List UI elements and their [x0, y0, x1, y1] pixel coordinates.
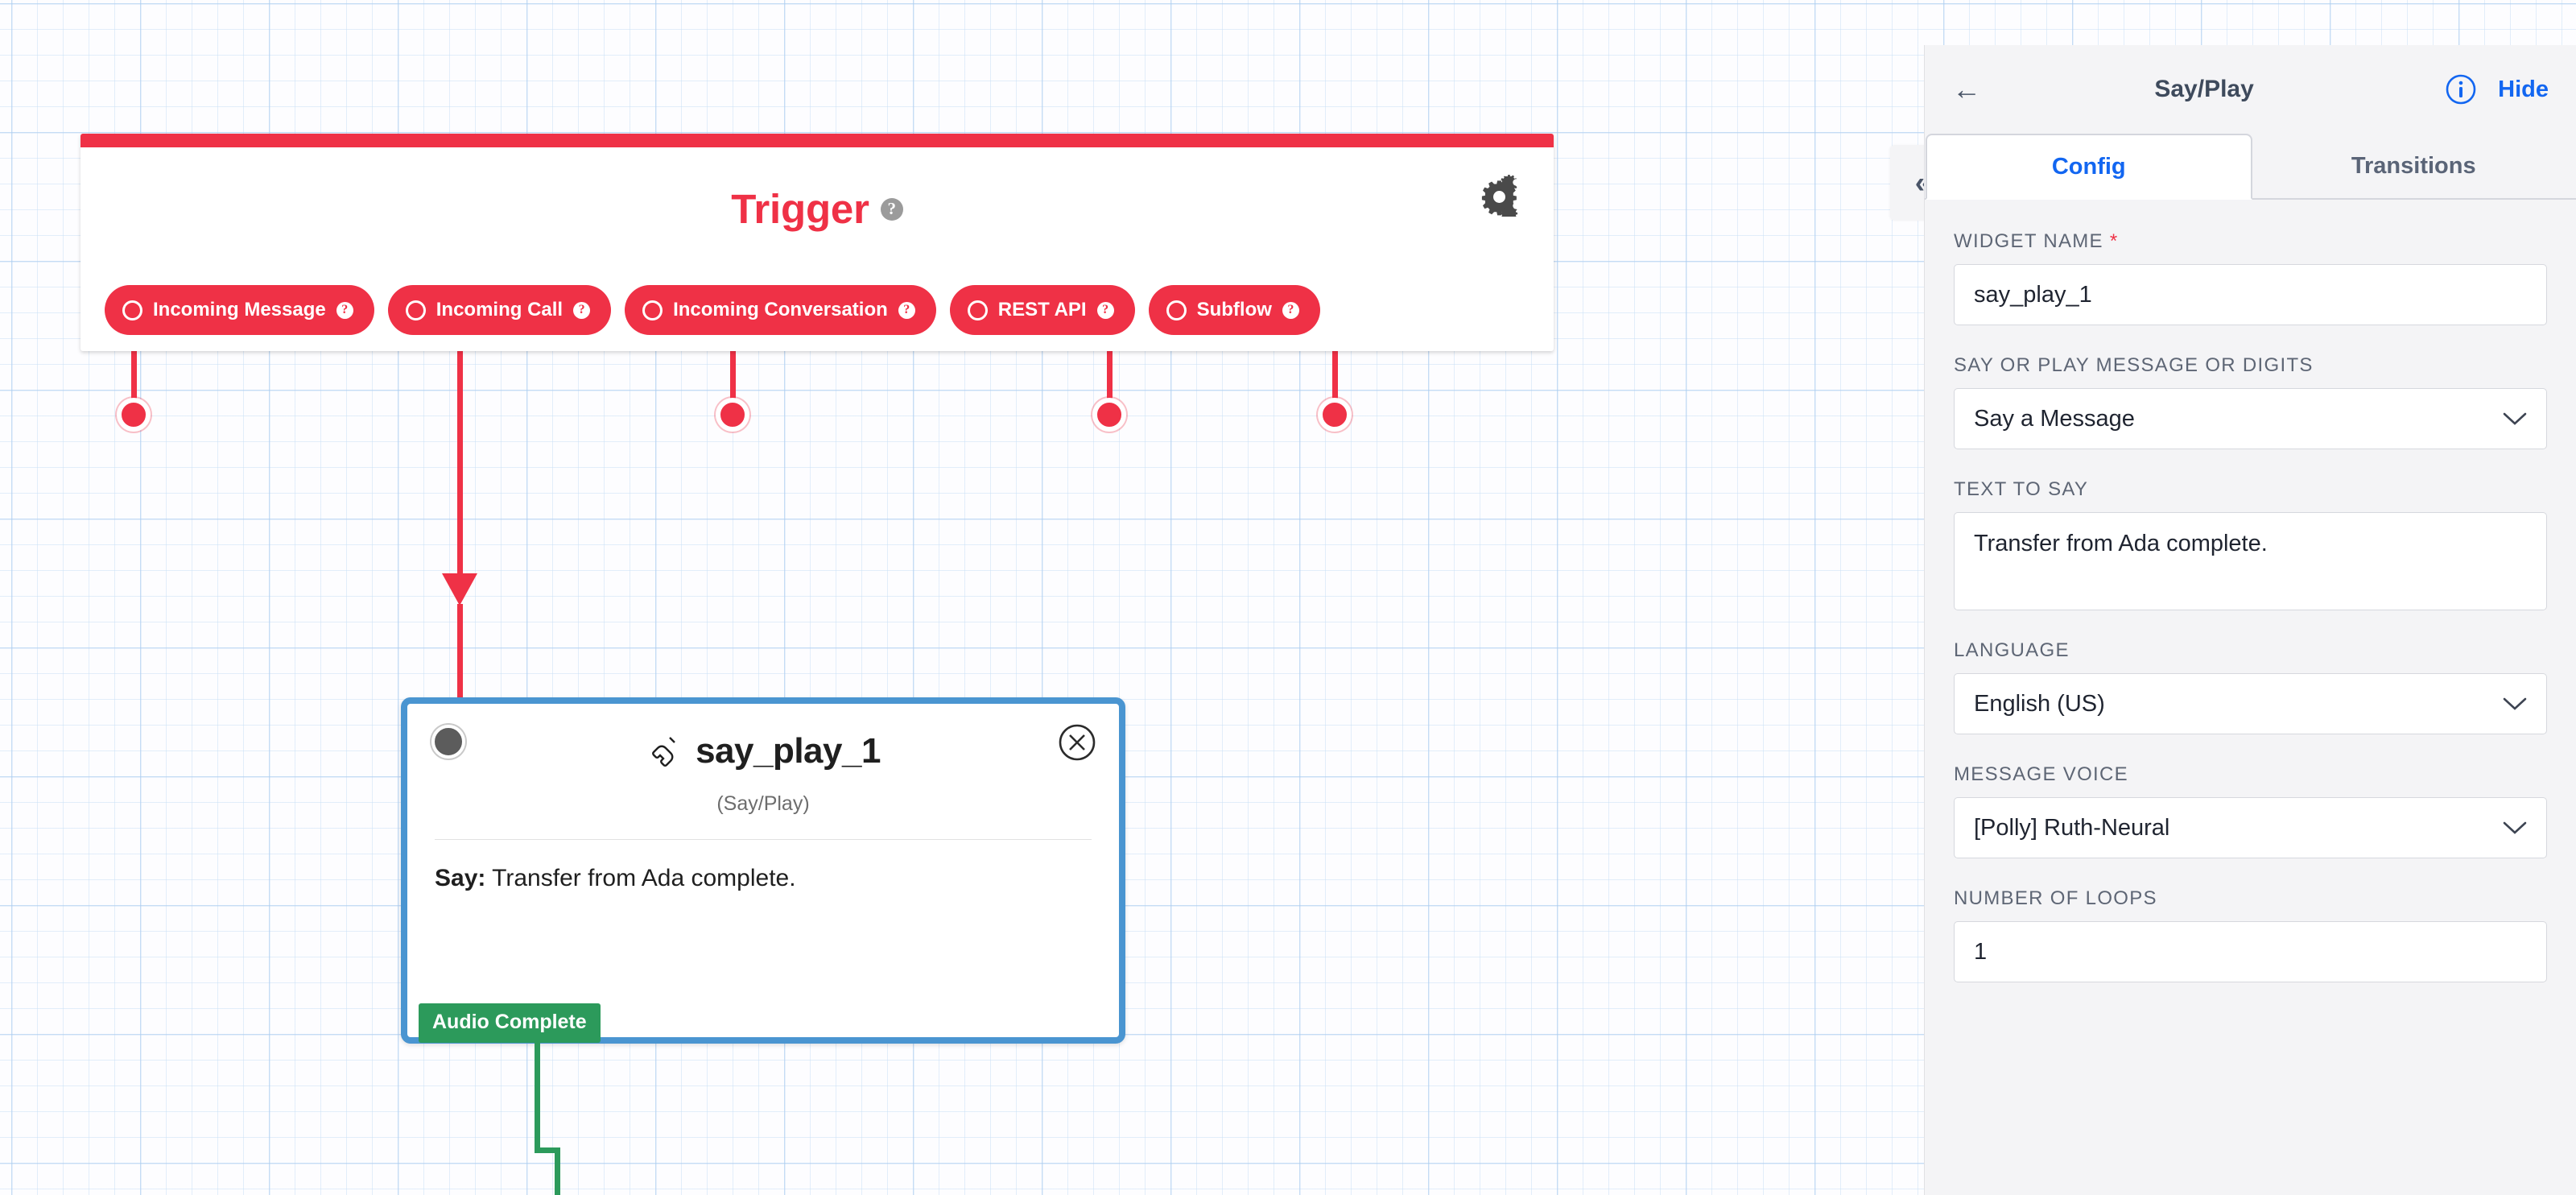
trigger-pill-incoming-conversation[interactable]: Incoming Conversation ?: [625, 285, 936, 335]
tab-config[interactable]: Config: [1926, 134, 2252, 200]
connector-line-rest-api: [1107, 320, 1113, 424]
port-dot-icon: [1166, 300, 1187, 320]
connector-line-subflow: [1332, 320, 1338, 424]
help-icon[interactable]: ?: [336, 301, 353, 319]
chevron-down-icon: [2503, 697, 2527, 710]
help-icon[interactable]: ?: [573, 301, 591, 319]
language-select[interactable]: English (US): [1954, 673, 2547, 734]
help-icon[interactable]: ?: [1282, 301, 1299, 319]
port-dot-icon: [405, 300, 426, 320]
connector-line-incoming-call-lower: [457, 604, 463, 701]
field-text-to-say: TEXT TO SAY Transfer from Ada complete.: [1954, 478, 2547, 610]
field-say-or-play: SAY OR PLAY MESSAGE OR DIGITS Say a Mess…: [1954, 354, 2547, 449]
connector-endpoint-rest-api[interactable]: [1092, 398, 1126, 432]
close-icon[interactable]: [1058, 723, 1096, 762]
transition-line-audio-complete-jog: [535, 1147, 560, 1153]
phone-icon: [652, 737, 675, 767]
trigger-title: Trigger: [731, 186, 869, 232]
node-body-value: Transfer from Ada complete.: [492, 865, 796, 891]
select-value: English (US): [1974, 690, 2105, 717]
port-dot-icon: [122, 300, 142, 320]
required-marker-icon: *: [2103, 230, 2119, 252]
trigger-pill-label: Incoming Call: [436, 299, 564, 320]
trigger-pill-incoming-message[interactable]: Incoming Message ?: [105, 285, 374, 335]
trigger-pill-label: Subflow: [1196, 299, 1272, 320]
number-of-loops-input[interactable]: 1: [1954, 921, 2547, 982]
back-arrow-icon[interactable]: ←: [1952, 72, 1981, 105]
transition-line-audio-complete-vertical: [535, 1039, 540, 1153]
field-label: SAY OR PLAY MESSAGE OR DIGITS: [1954, 354, 2314, 376]
field-label: TEXT TO SAY: [1954, 478, 2089, 500]
trigger-accent-bar: [80, 134, 1554, 147]
connector-endpoint-subflow[interactable]: [1318, 398, 1352, 432]
trigger-pill-label: Incoming Message: [153, 299, 326, 320]
widget-config-panel: ← Say/Play Hide Config Transitions WIDGE…: [1924, 45, 2576, 1195]
field-label: NUMBER OF LOOPS: [1954, 887, 2157, 909]
port-dot-icon: [967, 300, 988, 320]
help-icon[interactable]: ?: [880, 197, 903, 221]
trigger-widget[interactable]: Trigger ? Incoming Message ? Incoming Ca…: [80, 134, 1554, 351]
trigger-pill-row: Incoming Message ? Incoming Call ? Incom…: [80, 285, 1554, 335]
node-divider: [435, 839, 1092, 840]
trigger-pill-subflow[interactable]: Subflow ?: [1148, 285, 1320, 335]
connector-arrowhead-incoming-call: [442, 573, 477, 606]
trigger-pill-label: REST API: [997, 299, 1087, 320]
select-value: [Polly] Ruth-Neural: [1974, 814, 2170, 841]
trigger-pill-incoming-call[interactable]: Incoming Call ?: [387, 285, 612, 335]
field-widget-name: WIDGET NAME * say_play_1: [1954, 230, 2547, 325]
transition-line-audio-complete-tail: [555, 1147, 560, 1195]
hide-panel-button[interactable]: Hide: [2498, 76, 2549, 102]
gears-icon[interactable]: [1478, 172, 1525, 217]
chevron-down-icon: [2503, 821, 2527, 834]
field-language: LANGUAGE English (US): [1954, 639, 2547, 734]
field-label: MESSAGE VOICE: [1954, 763, 2128, 785]
help-icon[interactable]: ?: [898, 301, 915, 319]
connector-line-incoming-call: [457, 320, 463, 586]
trigger-pill-label: Incoming Conversation: [673, 299, 888, 320]
panel-title: Say/Play: [2154, 76, 2254, 102]
select-value: Say a Message: [1974, 405, 2135, 432]
field-label: LANGUAGE: [1954, 639, 2070, 661]
node-body-label: Say:: [435, 865, 486, 891]
node-subtitle: (Say/Play): [716, 792, 810, 815]
panel-header: ← Say/Play Hide: [1925, 45, 2576, 134]
trigger-header: Trigger ?: [80, 185, 1554, 233]
chevron-down-icon: [2503, 412, 2527, 425]
node-header: say_play_1: [407, 731, 1119, 771]
message-voice-select[interactable]: [Polly] Ruth-Neural: [1954, 797, 2547, 858]
node-title: say_play_1: [696, 731, 881, 771]
trigger-pill-rest-api[interactable]: REST API ?: [949, 285, 1135, 335]
field-number-of-loops: NUMBER OF LOOPS 1: [1954, 887, 2547, 982]
field-message-voice: MESSAGE VOICE [Polly] Ruth-Neural: [1954, 763, 2547, 858]
say-or-play-select[interactable]: Say a Message: [1954, 388, 2547, 449]
connector-line-incoming-message: [131, 320, 137, 424]
port-dot-icon: [642, 300, 663, 320]
connector-endpoint-incoming-message[interactable]: [117, 398, 151, 432]
transition-label-audio-complete[interactable]: Audio Complete: [419, 1003, 601, 1043]
panel-tabs: Config Transitions: [1925, 134, 2576, 200]
node-body: Say: Transfer from Ada complete.: [435, 865, 1092, 892]
text-to-say-textarea[interactable]: Transfer from Ada complete.: [1954, 512, 2547, 610]
info-icon[interactable]: [2445, 73, 2477, 105]
node-input-port[interactable]: [431, 725, 465, 759]
widget-node-say-play[interactable]: say_play_1 (Say/Play) Say: Transfer from…: [401, 697, 1125, 1044]
config-form: WIDGET NAME * say_play_1 SAY OR PLAY MES…: [1925, 200, 2576, 982]
widget-name-input[interactable]: say_play_1: [1954, 264, 2547, 325]
connector-endpoint-incoming-conversation[interactable]: [716, 398, 749, 432]
tab-transitions[interactable]: Transitions: [2351, 152, 2476, 179]
connector-line-incoming-conversation: [730, 320, 736, 424]
help-icon[interactable]: ?: [1096, 301, 1114, 319]
field-label-text: WIDGET NAME: [1954, 230, 2103, 252]
field-label: WIDGET NAME *: [1954, 230, 2547, 253]
